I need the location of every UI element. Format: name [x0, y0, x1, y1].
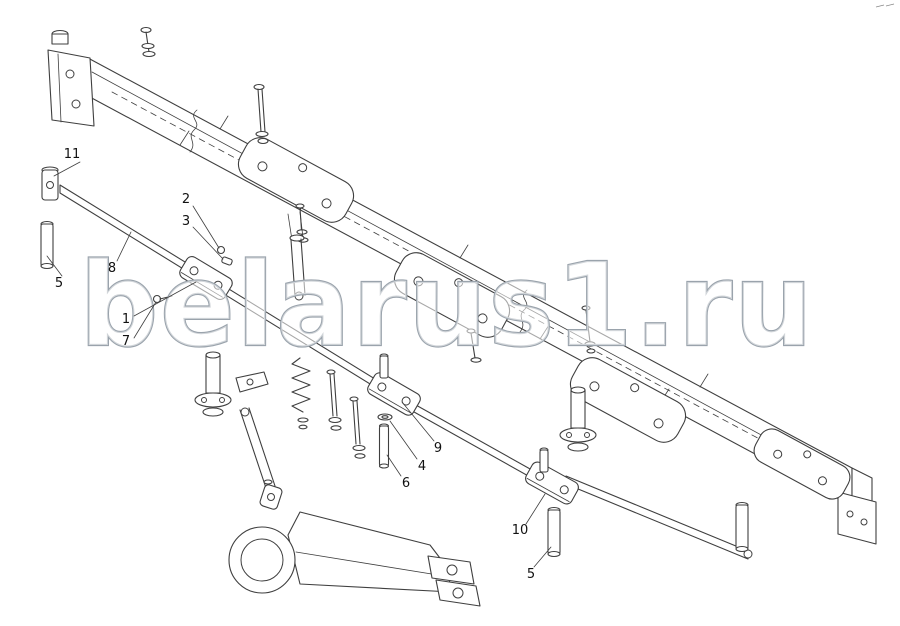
bolt-under-plate-2: [466, 328, 482, 363]
callout-label-11: 11: [64, 147, 81, 162]
gusset-plate-4: [753, 428, 851, 500]
callout-label-9: 9: [434, 441, 442, 456]
callout-label-2: 2: [182, 192, 190, 207]
bolt-mid-1: [326, 369, 342, 431]
callout-label-8: 8: [108, 261, 116, 276]
support-cylinder-left: [194, 351, 232, 417]
bolt-long-top: [253, 83, 269, 145]
front-hinge-bracket: [47, 29, 95, 127]
watermark-text: belarus1.ru: [80, 239, 815, 373]
callout-9: 9: [401, 401, 442, 456]
callout-11: 11: [53, 147, 81, 177]
callout-5-bottom: 5: [527, 546, 552, 582]
fitting-clip-small: [221, 256, 233, 266]
bolt-mid-2: [349, 396, 366, 459]
pin-bottom: [547, 506, 561, 558]
pin-left: [40, 220, 54, 270]
lower-link: [239, 407, 283, 510]
gusset-plate-1: [237, 137, 355, 223]
callout-label-7: 7: [122, 334, 130, 349]
clevis-bracket-2: [367, 372, 421, 416]
bolt-under-plate-3: [581, 305, 596, 354]
callout-6: 6: [386, 454, 410, 491]
callout-4: 4: [389, 420, 426, 474]
bolt-top-left: [140, 26, 156, 58]
pin-above-bracket-2: [379, 353, 389, 379]
clevis-bracket-3: [525, 461, 579, 505]
tie-bar-rear: [565, 475, 753, 560]
callout-7: 7: [122, 301, 157, 349]
callout-label-4: 4: [418, 459, 426, 474]
beam-end-cap: [837, 467, 877, 545]
callout-label-5-bottom: 5: [527, 567, 535, 582]
callout-label-6: 6: [402, 476, 410, 491]
callout-label-10: 10: [512, 523, 529, 538]
gusset-plate-3: [569, 357, 687, 443]
callout-label-3: 3: [182, 214, 190, 229]
pin-above-bracket-3: [539, 447, 549, 473]
lower-arm-assembly: [228, 511, 481, 607]
clevis-bracket-1: [179, 256, 233, 300]
callout-3: 3: [182, 214, 224, 260]
pin-right: [735, 501, 749, 553]
gusset-plate-2: [393, 252, 511, 338]
callout-1: 1: [122, 281, 197, 327]
flat-bracket-small: [235, 371, 269, 393]
callout-8: 8: [108, 231, 132, 276]
rod-hinge-left: [41, 166, 59, 201]
callout-label-1: 1: [122, 312, 130, 327]
corner-mark: [875, 3, 895, 8]
washer-4: [377, 413, 393, 421]
callout-10: 10: [512, 493, 546, 538]
callout-2: 2: [182, 192, 220, 249]
spring: [291, 357, 311, 430]
vertical-link: [287, 211, 306, 301]
stud-6: [378, 423, 390, 469]
support-cylinder-right: [559, 386, 597, 452]
callout-5-left: 5: [46, 255, 63, 291]
callout-label-5-left: 5: [55, 276, 63, 291]
